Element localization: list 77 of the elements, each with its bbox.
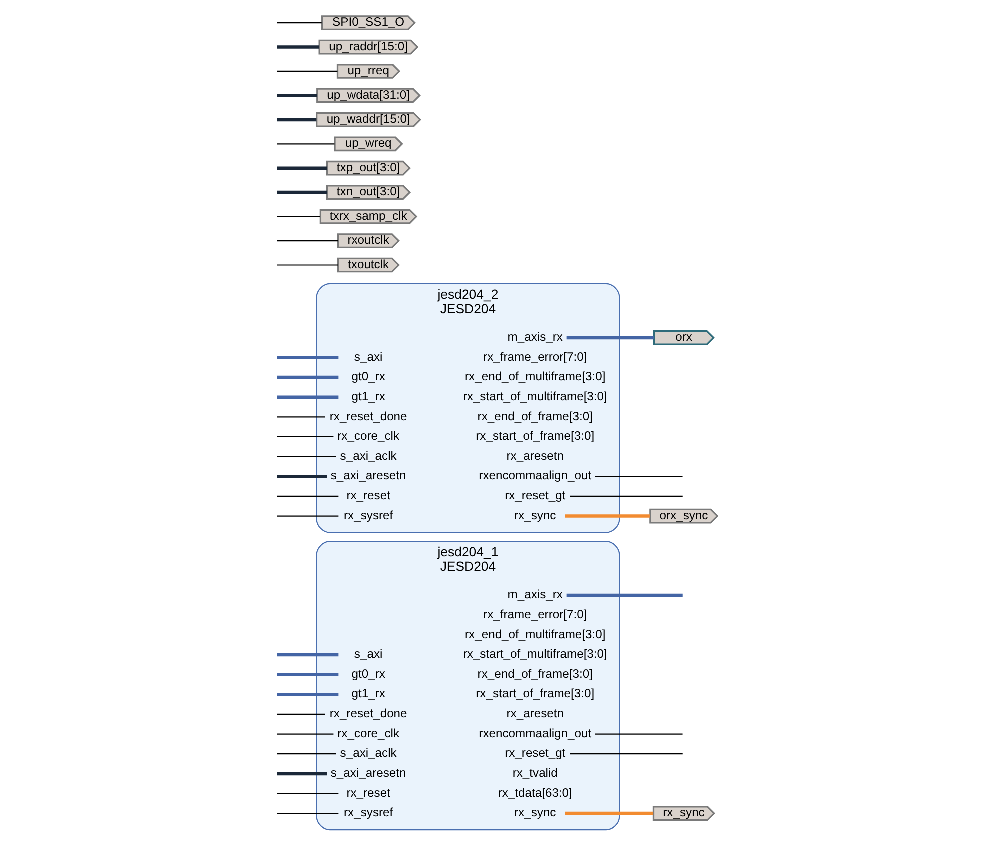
connector <box>276 240 338 242</box>
connector <box>276 436 334 438</box>
connector <box>276 216 320 218</box>
node-text: s_axi_aresetn <box>330 468 406 483</box>
node-text: rxencommaalign_out <box>478 726 592 740</box>
connector <box>276 793 338 794</box>
node-text: rx_sysref <box>344 806 393 820</box>
connector <box>594 476 682 478</box>
connector <box>276 475 327 478</box>
connector <box>276 416 325 418</box>
node-text: rx_end_of_frame[3:0] <box>477 409 592 424</box>
node-text: gt1_rx <box>351 686 385 701</box>
node-text: rx_frame_error[7:0] <box>483 350 587 364</box>
connector <box>276 496 338 498</box>
connector <box>276 22 322 24</box>
node-text: rx_sync <box>514 806 556 820</box>
node-text: rx_end_of_multiframe[3:0] <box>464 627 606 642</box>
node-text: rx_reset_gt <box>504 488 566 503</box>
node-text: rx_start_of_frame[3:0] <box>476 429 594 444</box>
node-text: rx_aresetn <box>506 448 564 463</box>
connector <box>276 70 338 72</box>
connector <box>276 190 327 194</box>
connector <box>566 594 682 598</box>
connector <box>276 456 336 458</box>
node-text: s_axi <box>354 647 382 662</box>
node-text: rx_tdata[63:0] <box>498 786 572 800</box>
connector <box>276 46 319 49</box>
node-text: s_axi <box>354 350 382 364</box>
connector <box>276 356 338 360</box>
node-text: rx_reset_done <box>329 706 407 721</box>
node-text: rx_reset_done <box>329 409 407 424</box>
connector <box>276 714 325 715</box>
connector <box>564 812 654 816</box>
connector <box>276 94 317 98</box>
node-text: rx_start_of_multiframe[3:0] <box>462 647 607 662</box>
node-text: gt0_rx <box>351 370 385 384</box>
node-text: rx_aresetn <box>506 706 564 721</box>
connector <box>276 264 338 266</box>
node-text: s_axi_aclk <box>340 746 396 760</box>
node-text: rx_frame_error[7:0] <box>483 607 587 622</box>
connector <box>276 772 327 776</box>
node-text: rx_start_of_multiframe[3:0] <box>462 389 607 404</box>
connector <box>276 396 338 400</box>
connector <box>276 813 338 814</box>
node-text: m_axis_rx <box>507 330 562 344</box>
connector <box>276 166 327 170</box>
connector <box>276 653 338 657</box>
connector <box>276 693 338 696</box>
node-text: rx_reset <box>346 786 390 800</box>
connector <box>570 754 682 755</box>
connector <box>276 673 338 676</box>
connector <box>276 754 336 755</box>
node-text: rx_sync <box>514 508 556 522</box>
connector <box>566 336 654 340</box>
node-text: rx_end_of_multiframe[3:0] <box>464 370 606 384</box>
node-text: rx_start_of_frame[3:0] <box>476 686 594 701</box>
node-text: s_axi_aclk <box>340 448 396 463</box>
node-text: rx_sysref <box>344 508 393 522</box>
node-text: rx_reset <box>346 488 390 503</box>
connector <box>564 514 650 518</box>
connector <box>570 496 682 498</box>
node-text: rx_core_clk <box>337 429 400 444</box>
connector <box>276 144 334 145</box>
node-text: rxencommaalign_out <box>478 468 592 483</box>
node-text: gt1_rx <box>351 389 385 404</box>
node-text: s_axi_aresetn <box>330 766 406 780</box>
node-text: rx_reset_gt <box>504 746 566 760</box>
node-text: rx_core_clk <box>337 726 400 740</box>
node-text: gt0_rx <box>351 666 385 681</box>
connector <box>594 734 682 735</box>
connector <box>276 118 316 122</box>
node-text: rx_end_of_frame[3:0] <box>477 666 592 681</box>
connector <box>276 516 338 517</box>
node-text: rx_tvalid <box>512 766 558 780</box>
node-text: m_axis_rx <box>507 588 562 602</box>
connector <box>276 734 334 735</box>
connector <box>276 376 338 380</box>
